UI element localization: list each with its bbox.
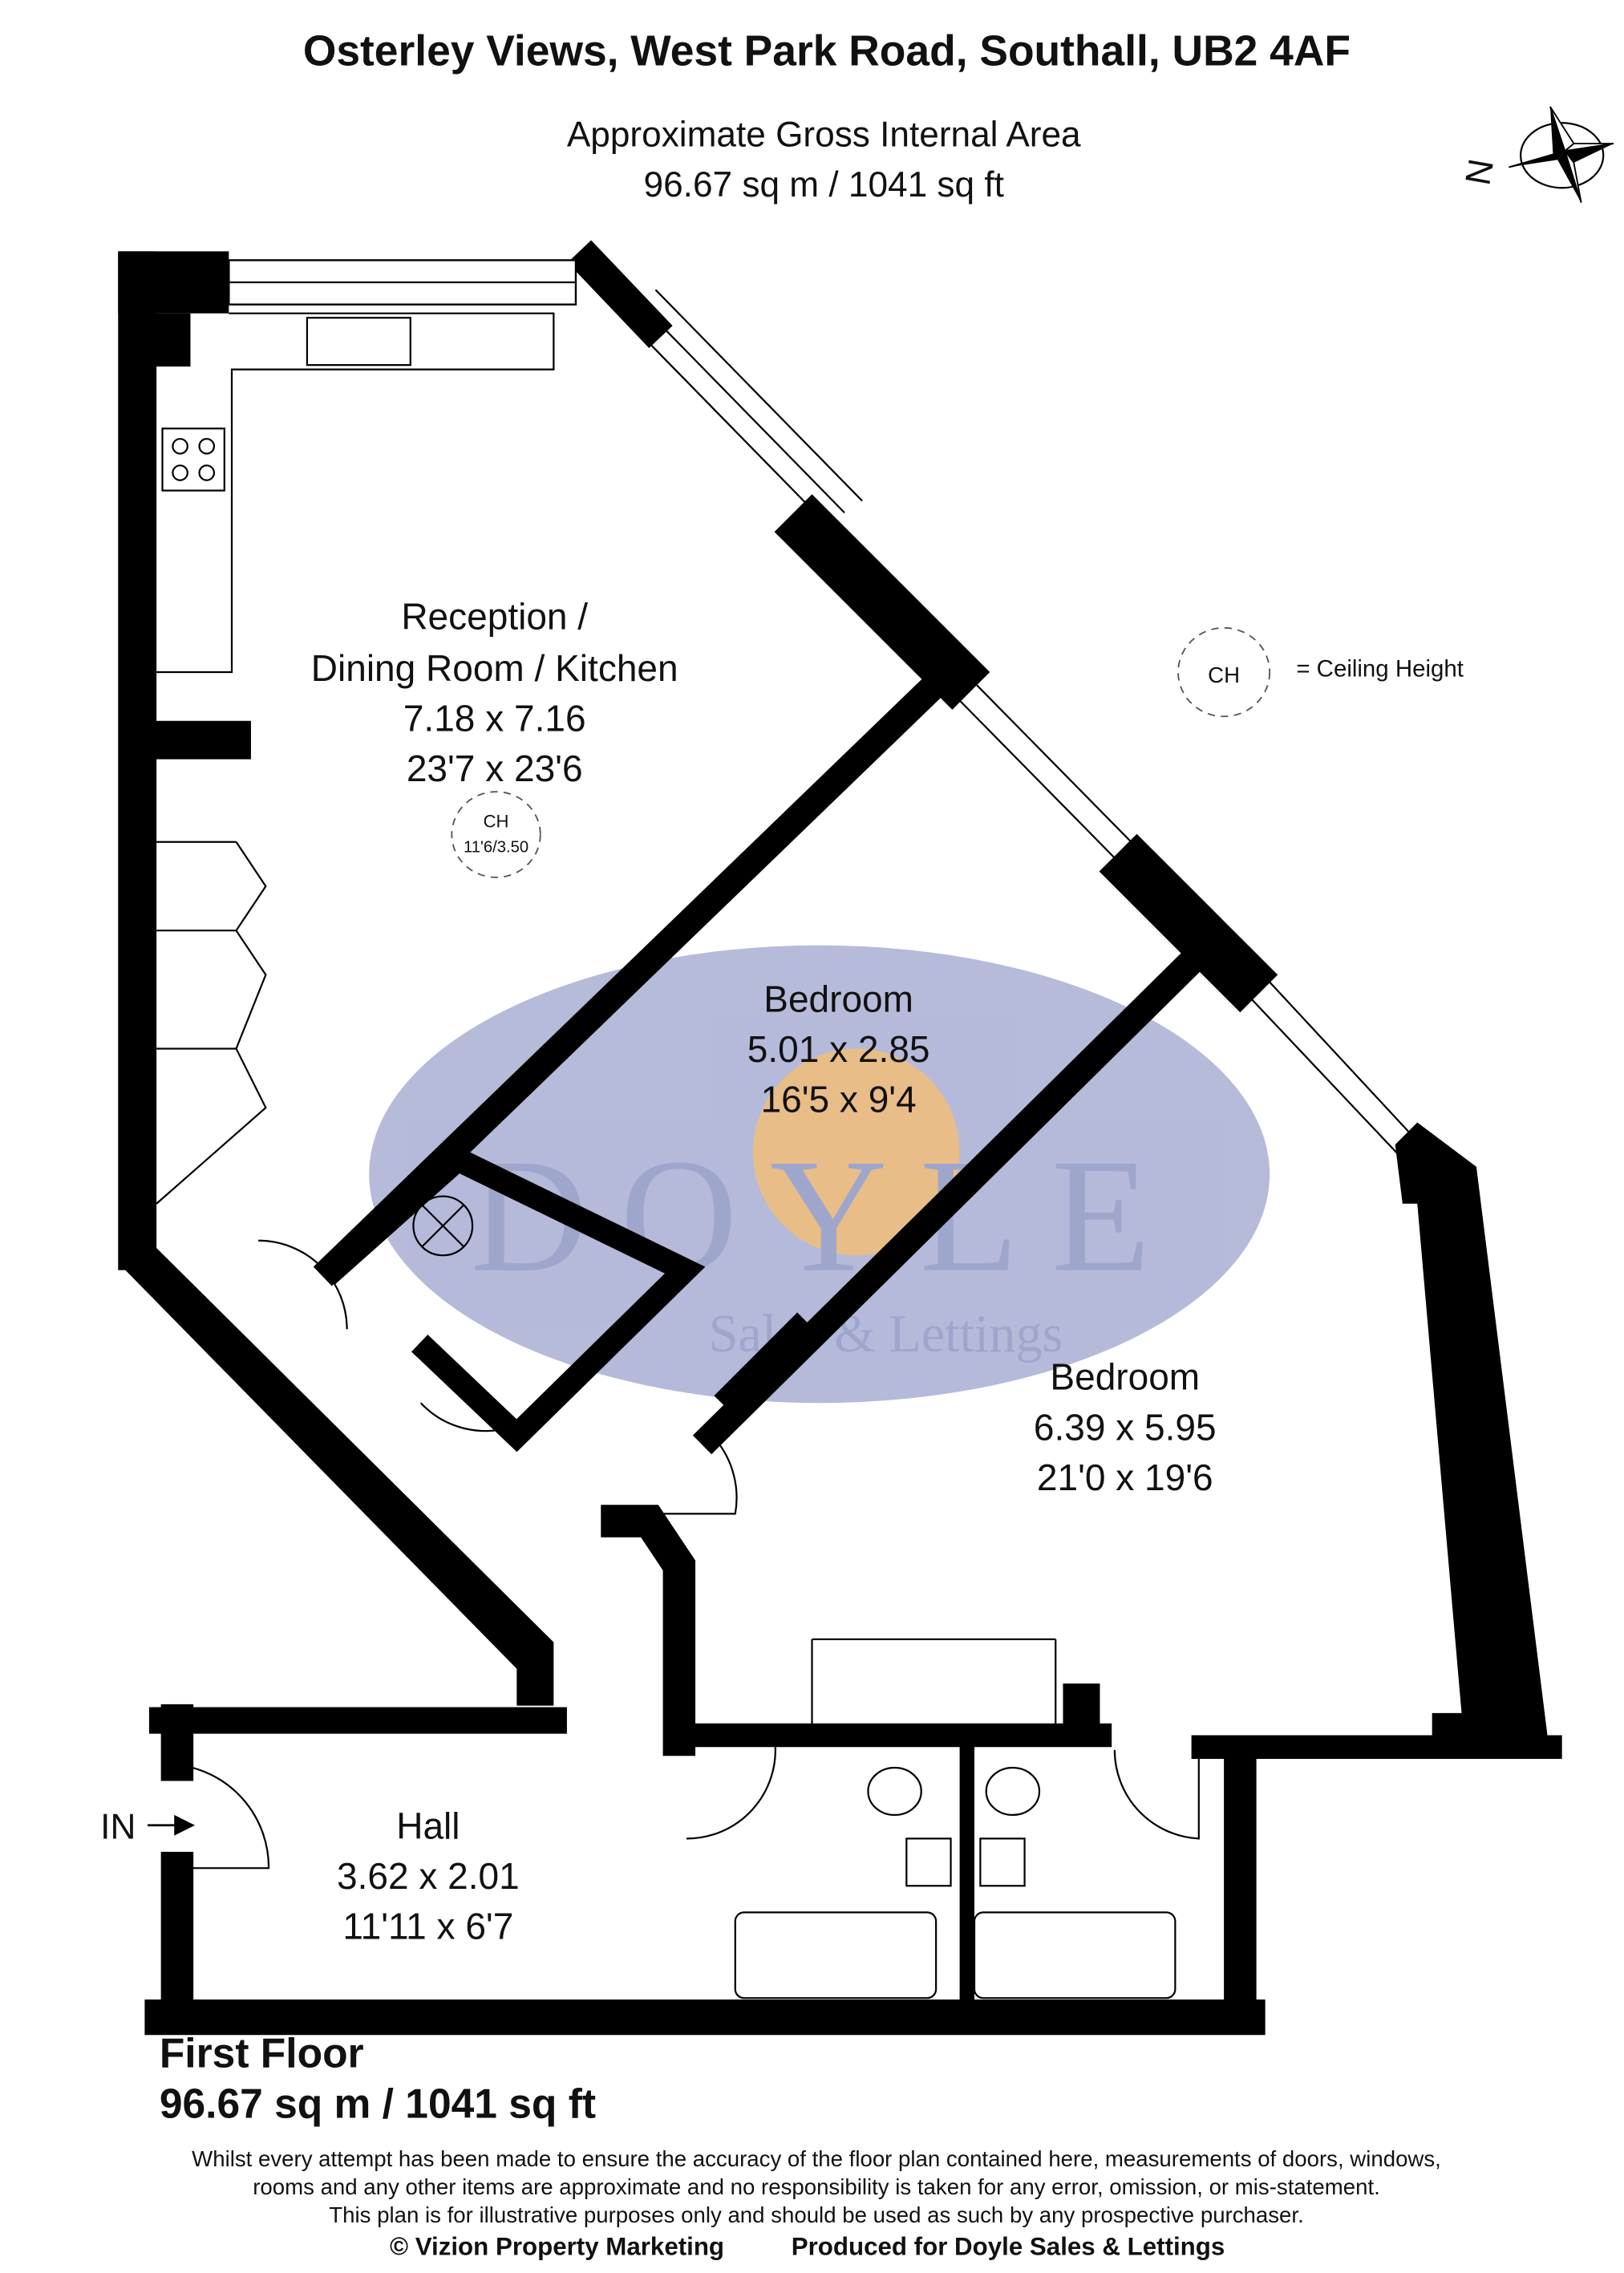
svg-text:23'7 x 23'6: 23'7 x 23'6 (407, 748, 583, 789)
credit-left: © Vizion Property Marketing (390, 2232, 724, 2260)
svg-text:Whilst every attempt has been: Whilst every attempt has been made to en… (192, 2146, 1441, 2171)
svg-text:Reception /: Reception / (401, 596, 588, 638)
walls (118, 240, 1562, 2036)
svg-text:Dining Room / Kitchen: Dining Room / Kitchen (311, 647, 678, 689)
area-value: 96.67 sq m / 1041 sq ft (644, 165, 1004, 205)
credit-right: Produced for Doyle Sales & Lettings (792, 2232, 1225, 2260)
svg-text:Bedroom: Bedroom (763, 978, 913, 1019)
ceiling-height-legend: CH = Ceiling Height (1177, 626, 1464, 718)
svg-text:= Ceiling Height: = Ceiling Height (1296, 656, 1464, 683)
room-hall: Hall 3.62 x 2.01 11'11 x 6'7 (337, 1805, 520, 1947)
svg-text:6.39 x 5.95: 6.39 x 5.95 (1034, 1406, 1217, 1448)
page-title: Osterley Views, West Park Road, Southall… (303, 27, 1351, 75)
svg-text:5.01 x 2.85: 5.01 x 2.85 (747, 1028, 930, 1070)
svg-text:Hall: Hall (396, 1805, 460, 1846)
room-bedroom-1: Bedroom 5.01 x 2.85 16'5 x 9'4 (747, 978, 930, 1120)
disclaimer: Whilst every attempt has been made to en… (192, 2146, 1441, 2227)
svg-text:3.62 x 2.01: 3.62 x 2.01 (337, 1855, 520, 1897)
svg-text:16'5 x 9'4: 16'5 x 9'4 (761, 1079, 917, 1120)
svg-text:IN: IN (100, 1807, 136, 1846)
area-label: Approximate Gross Internal Area (567, 115, 1081, 155)
svg-text:Bedroom: Bedroom (1050, 1356, 1200, 1398)
ceiling-height-badge: CH 11'6/3.50 (451, 791, 541, 878)
floor-area: 96.67 sq m / 1041 sq ft (160, 2080, 596, 2126)
svg-text:This plan is for illustrative: This plan is for illustrative purposes o… (329, 2202, 1303, 2227)
svg-text:11'6/3.50: 11'6/3.50 (464, 839, 529, 857)
room-bedroom-2: Bedroom 6.39 x 5.95 21'0 x 19'6 (1034, 1356, 1217, 1498)
fixtures (156, 312, 1200, 2000)
svg-text:11'11 x 6'7: 11'11 x 6'7 (342, 1906, 513, 1947)
floor-name: First Floor (160, 2030, 364, 2076)
svg-text:21'0 x 19'6: 21'0 x 19'6 (1037, 1457, 1213, 1498)
north-label: N (1458, 156, 1501, 188)
svg-text:rooms and any other items are: rooms and any other items are approximat… (253, 2174, 1380, 2199)
svg-text:CH: CH (484, 811, 509, 831)
room-reception: Reception / Dining Room / Kitchen 7.18 x… (311, 596, 678, 790)
compass-rose-icon: N (1458, 106, 1614, 203)
svg-text:CH: CH (1208, 662, 1240, 687)
svg-text:7.18 x 7.16: 7.18 x 7.16 (403, 698, 586, 739)
watermark-logo: DOYLE Sales & Lettings (369, 945, 1270, 1404)
entrance-marker: IN (100, 1807, 195, 1846)
